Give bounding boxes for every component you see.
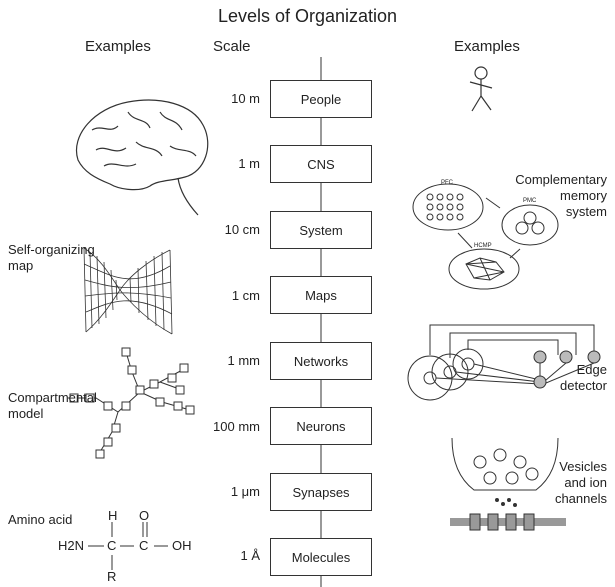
pfc-nodes [426, 193, 464, 221]
som-mesh-icon [83, 247, 173, 335]
level-box-people: People [270, 80, 372, 118]
compartmental-model-icon [68, 347, 195, 459]
person-icon [469, 66, 493, 112]
level-box-synapses: Synapses [270, 473, 372, 511]
pmc-label: PMC [523, 198, 537, 204]
level-box-cns: CNS [270, 145, 372, 183]
atom-oh: OH [172, 538, 192, 553]
scale-label: 10 m [231, 91, 260, 106]
atom-r: R [107, 569, 117, 584]
atom-c1: C [107, 538, 117, 553]
edge-detector-label: Edge detector [560, 362, 607, 393]
scale-label: 1 μm [230, 484, 260, 499]
scale-label: 100 mm [213, 419, 260, 434]
atom-h2n: H2N [58, 538, 85, 553]
memory-system-icon [412, 183, 559, 290]
level-box-maps: Maps [270, 276, 372, 314]
right-examples-header: Examples [454, 38, 520, 55]
level-box-system: System [270, 211, 372, 249]
atom-o-top: O [139, 508, 150, 523]
scale-label: 1 cm [231, 288, 260, 303]
scale-label: 1 m [238, 156, 260, 171]
brain-icon [75, 99, 209, 216]
hcmp-network [465, 257, 505, 281]
edge-detector-icon [407, 324, 601, 401]
atom-h-top: H [108, 508, 118, 523]
level-box-neurons: Neurons [270, 407, 372, 445]
level-box-molecules: Molecules [270, 538, 372, 576]
vesicles-label: Vesicles and ion channels [554, 459, 607, 506]
synapse-icon [450, 437, 566, 531]
memory-system-label: Complementary memory system [515, 172, 607, 219]
compartmental-model-label: Compartmental model [8, 390, 97, 421]
scale-label: 10 cm [224, 222, 260, 237]
amino-acid-bonds [88, 522, 168, 570]
som-label: Self-organizing map [8, 242, 95, 273]
scale-header: Scale [213, 38, 251, 55]
pmc-nodes [515, 211, 545, 235]
pfc-label: PFC [441, 180, 453, 186]
left-examples-header: Examples [85, 38, 151, 55]
scale-label: 1 mm [227, 353, 261, 368]
atom-c2: C [139, 538, 149, 553]
level-box-networks: Networks [270, 342, 372, 380]
amino-acid-label: Amino acid [8, 512, 73, 527]
hcmp-label: HCMP [474, 243, 492, 249]
scale-label: 1 Å [240, 548, 260, 563]
diagram-title: Levels of Organization [217, 6, 398, 26]
